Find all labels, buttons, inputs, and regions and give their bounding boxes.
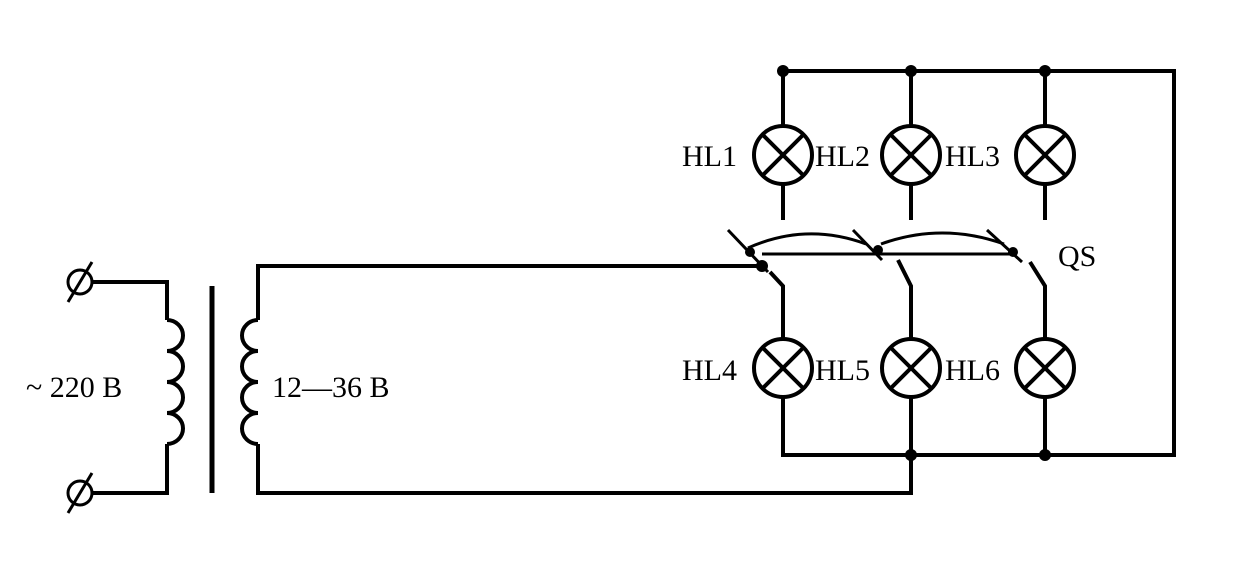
junction-dot <box>873 245 883 255</box>
primary-coil <box>166 318 185 446</box>
bottom-bus <box>781 398 1045 457</box>
junction-dot <box>745 247 755 257</box>
lamp-hl5-label: HL5 <box>815 354 870 387</box>
junction-dot <box>1039 449 1051 461</box>
lamp-hl6-symbol <box>1014 337 1076 399</box>
input-terminal-bottom <box>66 472 94 514</box>
junction-dot <box>905 449 917 461</box>
lamp-hl1-label: HL1 <box>682 140 737 173</box>
junction-dot <box>1039 65 1051 77</box>
lamp-hl3-symbol <box>1014 124 1076 186</box>
input-terminal-top <box>66 261 94 303</box>
primary-lead-bottom <box>92 444 169 495</box>
branch-hl4-top <box>768 270 785 338</box>
lamp-hl4-label: HL4 <box>682 354 737 387</box>
secondary-lead-top <box>256 264 762 320</box>
junction-dot <box>777 65 789 77</box>
secondary-voltage-label: 12—36 B <box>272 371 390 404</box>
lamp-hl4-symbol <box>752 337 814 399</box>
primary-voltage-label: ~ 220 B <box>26 371 122 404</box>
primary-lead-top <box>92 280 169 320</box>
lamp-hl3-label: HL3 <box>945 140 1000 173</box>
branch-hl5-top <box>896 259 913 338</box>
junction-dot <box>1008 247 1018 257</box>
secondary-coil <box>240 318 259 446</box>
junction-dot <box>905 65 917 77</box>
lamp-hl5-symbol <box>880 337 942 399</box>
secondary-lead-bottom <box>256 444 913 495</box>
branch-hl6-top <box>1028 260 1047 338</box>
junction-dot <box>756 260 768 272</box>
lamp-hl2-symbol <box>880 124 942 186</box>
top-bus <box>783 69 1176 457</box>
lamp-hl1-symbol <box>752 124 814 186</box>
lamp-hl6-label: HL6 <box>945 354 1000 387</box>
switch-qs-label: QS <box>1058 240 1096 273</box>
switch-qs <box>726 228 1024 274</box>
lamp-hl2-label: HL2 <box>815 140 870 173</box>
